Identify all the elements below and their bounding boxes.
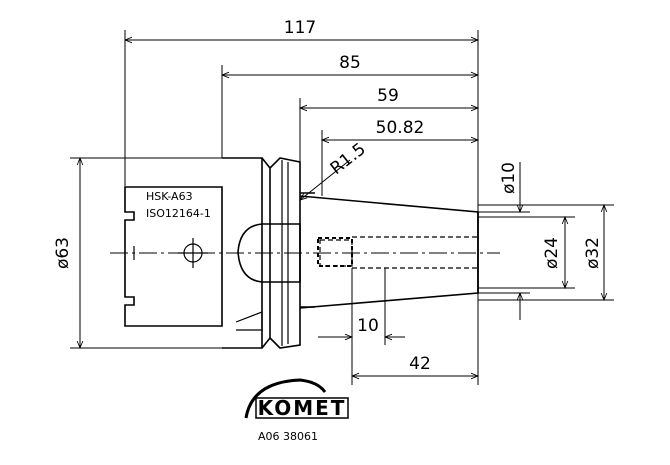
dim-59: 59 (377, 86, 399, 106)
dim-50-82: 50.82 (376, 118, 425, 138)
taper-nose (299, 195, 479, 309)
dim-42: 42 (409, 354, 431, 374)
coolant-mark (133, 238, 208, 268)
dimension-lines (70, 30, 614, 385)
logo-arc (244, 378, 327, 419)
dim-radius: R1.5 (327, 139, 370, 179)
logo-text: KOMET (258, 396, 347, 420)
hsk-shank (124, 186, 223, 327)
komet-logo: KOMET (244, 378, 349, 420)
part-number: A06 38061 (258, 430, 318, 443)
dim-diameter-32: ø32 (583, 237, 603, 269)
dim-diameter-63: ø63 (53, 237, 73, 269)
dim-117: 117 (284, 18, 316, 38)
tool-body (124, 157, 479, 349)
dim-85: 85 (339, 53, 361, 73)
body-neck (300, 192, 315, 308)
dim-diameter-24: ø24 (542, 237, 562, 269)
dim-10: 10 (357, 316, 379, 336)
note-interface: HSK-A63 (146, 190, 193, 203)
drawbar-head (237, 223, 301, 283)
set-screw (317, 237, 353, 267)
note-standard: ISO12164-1 (146, 207, 211, 220)
dim-diameter-10: ø10 (499, 162, 519, 194)
flange-groove (269, 157, 301, 349)
